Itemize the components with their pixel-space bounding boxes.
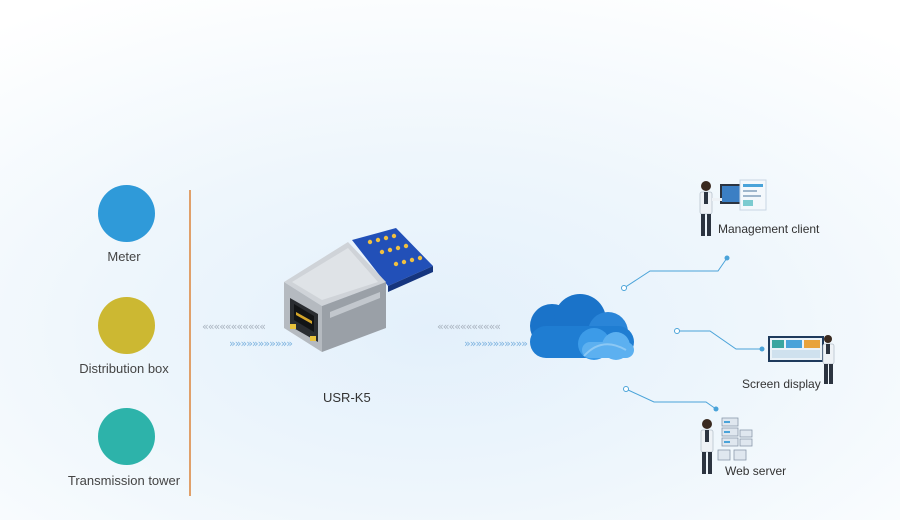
- distribution-box-circle: [98, 297, 155, 354]
- transmission-tower-circle: [98, 408, 155, 465]
- cloud-icon: [530, 294, 634, 360]
- web-server-label: Web server: [725, 464, 787, 478]
- left-arrows-upper: «««««««««««: [202, 320, 266, 333]
- device-label: USR-K5: [323, 390, 371, 405]
- divider-line: [189, 190, 191, 496]
- management-client-icon: [699, 179, 767, 236]
- distribution-box-label: Distribution box: [79, 361, 169, 376]
- screen-display-icon: [768, 335, 835, 384]
- right-arrows-lower: »»»»»»»»»»»: [229, 337, 293, 350]
- transmission-tower-label: Transmission tower: [67, 473, 181, 488]
- meter-circle: [98, 185, 155, 242]
- management-client-label: Management client: [718, 222, 820, 236]
- screen-display-label: Screen display: [742, 377, 821, 391]
- meter-label: Meter: [107, 249, 141, 264]
- right-arrows-lower-2: »»»»»»»»»»»: [464, 337, 528, 350]
- usr-k5-module-image: [284, 228, 433, 352]
- left-arrows-upper-2: «««««««««««: [437, 320, 501, 333]
- web-server-icon: [700, 417, 753, 474]
